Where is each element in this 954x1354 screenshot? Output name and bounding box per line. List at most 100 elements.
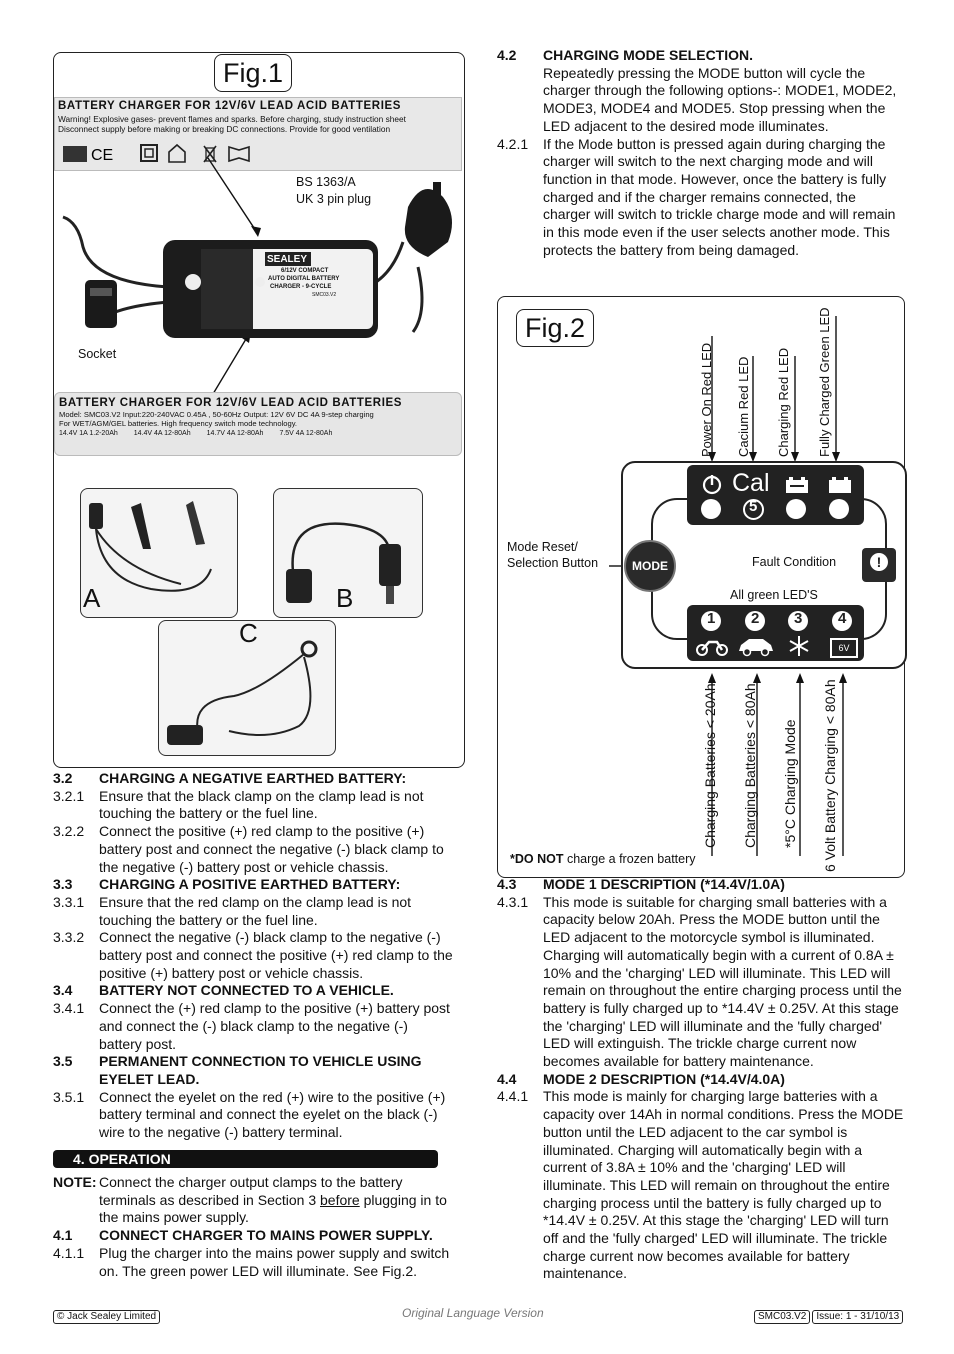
label-bottom-heading: BATTERY CHARGER FOR 12V/6V LEAD ACID BAT… [59,397,403,409]
operation-heading-bar: 4. OPERATION [53,1150,438,1168]
mode4-led [832,611,852,631]
footer-center: Original Language Version [402,1306,544,1320]
device-line1: 6/12V COMPACT [281,268,329,274]
fig2-arrows [609,316,865,856]
selection-button-label: Selection Button [507,556,599,570]
mode4-number: 4 [838,610,847,627]
certification-icons: CE [63,143,250,164]
mode-spec-1: 14.4V 1A 1.2-20Ah [59,430,118,437]
mode-spec-4: 7.5V 4A 12-80Ah [279,430,333,437]
mode2-led [745,611,765,631]
mode-spec-2: 14.4V 4A 12-80Ah [133,430,191,437]
plug-label-1: BS 1363/A [296,175,356,189]
label-bottom-modes: 14.4V 1A 1.2-20Ah 14.4V 4A 12-80Ah 14.7V… [55,428,461,439]
power-icon [702,475,722,495]
label-bottom-model: Model: SMC03.V2 Input:220-240VAC 0.45A ,… [59,410,374,419]
footer-copyright: © Jack Sealey Limited [53,1310,161,1324]
label-plate-bottom: BATTERY CHARGER FOR 12V/6V LEAD ACID BAT… [54,392,462,456]
clamp-lead-icon [89,501,212,592]
eyelet-lead-icon [167,640,318,745]
calcium-mode-number: 5 [749,498,758,515]
footer-model: SMC03.V2 [754,1310,811,1324]
operation-section: NOTE: Connect the charger output clamps … [53,1174,453,1280]
label-bottom-for: For WET/AGM/GEL batteries. High frequenc… [59,419,298,428]
fig2-title: Fig.2 [516,309,595,347]
calcium-led [743,499,764,520]
device-brand: SEALEY [267,254,308,265]
fault-icon: ! [870,553,888,571]
charging-battery-icon [786,477,808,493]
section-4-2-body: Repeatedly pressing the MODE button will… [543,64,897,134]
fig1-drawing [62,157,452,395]
operation-heading: 4. OPERATION [73,1151,171,1167]
fig1-frame [53,52,465,768]
mode1-number: 1 [707,610,716,627]
photo-b-letter: B [336,583,354,613]
motorcycle-icon [696,640,728,656]
label-plate-top: BATTERY CHARGER FOR 12V/6V LEAD ACID BAT… [54,97,462,171]
mode-spec-3: 14.7V 4A 12-80Ah [206,430,264,437]
svg-text:CE: CE [91,147,113,164]
mode-led-panel: 1 2 3 4 6V [687,605,864,661]
mode3-number: 3 [794,610,803,627]
footer-issue: Issue: 1 - 31/10/13 [812,1310,904,1324]
label-mode2: Charging Batteries < 80Ah [742,683,758,848]
photo-c-eyelet-lead [158,620,336,756]
mode1-led [701,611,721,631]
frozen-battery-warning: *DO NOT charge a frozen battery [510,852,696,866]
mode2-number: 2 [751,610,760,627]
full-battery-icon [829,477,851,493]
operation-note: NOTE: Connect the charger output clamps … [53,1174,447,1226]
photo-a-clamp-lead [80,488,238,618]
photo-c-letter: C [239,618,258,648]
snowflake-icon [789,636,809,656]
fault-condition-label: Fault Condition [752,555,837,569]
footer-model-issue: SMC03.V2 Issue: 1 - 31/10/13 [754,1310,904,1324]
power-on-led [701,499,721,519]
device-line2: AUTO DIGITAL BATTERY [268,276,340,282]
plug-label-2: UK 3 pin plug [296,192,372,206]
fault-indicator: ! [862,548,896,582]
all-green-leds-label: All green LED'S [730,588,818,602]
mode-button[interactable]: MODE [624,540,676,592]
label-top-warning1: Warning! Explosive gases- prevent flames… [58,114,406,124]
cal-label: Cal [732,469,770,497]
accessory-lead-icon [286,522,401,604]
device-model: SMC03.V2 [312,292,337,298]
label-top-warning2: Disconnect supply before making or break… [58,124,391,134]
label-mode4: 6 Volt Battery Charging < 80Ah [822,679,838,872]
car-icon [739,639,773,657]
mode3-led [788,611,808,631]
six-volt-label: 6V [838,643,850,653]
mode-reset-label: Mode Reset/ [507,540,578,554]
six-volt-battery-icon: 6V [830,638,858,658]
device-line3: CHARGER - 9-CYCLE [270,284,332,290]
note-label: NOTE: [53,1174,97,1190]
label-mode1: Charging Batteries < 20Ah [702,683,718,848]
top-led-panel: Cal 5 [687,465,864,525]
photo-a-letter: A [83,583,101,613]
label-top-heading: BATTERY CHARGER FOR 12V/6V LEAD ACID BAT… [58,100,402,112]
label-mode3: *5°C Charging Mode [782,719,798,848]
photo-b-accessory-lead [273,488,423,618]
fig1-title: Fig.1 [214,54,293,92]
fully-charged-led [829,499,849,519]
